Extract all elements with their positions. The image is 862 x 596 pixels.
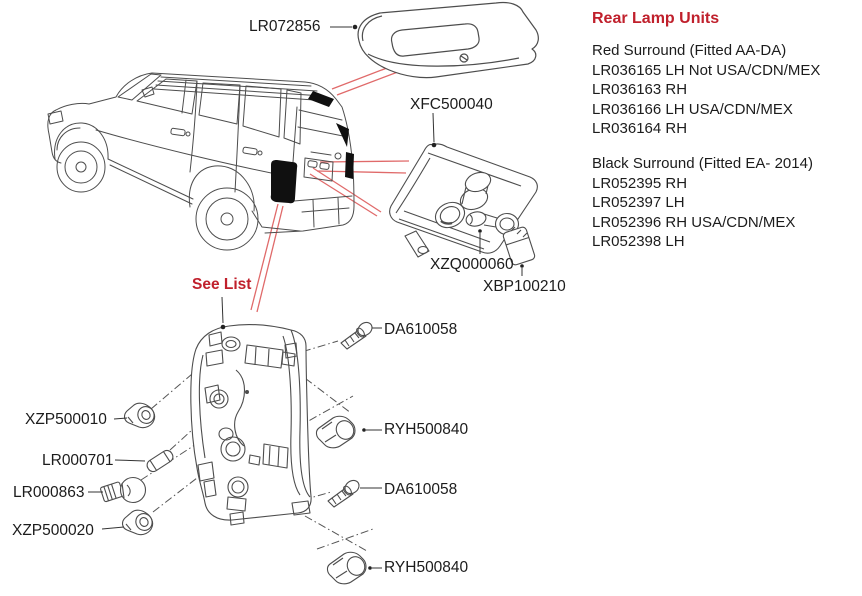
grommet-part-upper	[315, 415, 358, 449]
callout-leader-lines	[88, 24, 524, 570]
callout-screw-lower: DA610058	[384, 481, 458, 498]
callout-socket-upper: XZP500010	[25, 411, 107, 428]
rear-lamp-assembly-part	[190, 324, 312, 526]
high-mount-lamp-highlight	[308, 91, 334, 107]
callout-stop-bulb: LR000863	[13, 484, 85, 501]
see-list-note: See List	[192, 276, 252, 293]
screw-part-upper	[340, 319, 376, 350]
section-heading: Red Surround (Fitted AA-DA)	[592, 42, 787, 60]
callout-lamp-unit: XFC500040	[410, 96, 493, 113]
part-number-line: LR036163 RH	[592, 81, 688, 99]
bulb-holder-part-high	[494, 212, 536, 266]
callout-bulb-holder: XBP100210	[483, 278, 566, 295]
callout-spoiler: LR072856	[249, 18, 321, 35]
socket-part-lower	[121, 509, 156, 536]
panel-section-red-surround: Red Surround (Fitted AA-DA) LR036165 LH …	[592, 41, 820, 138]
rear-lamp-highlight	[270, 160, 298, 204]
spoiler-part	[357, 1, 539, 79]
callout-socket-lower: XZP500020	[12, 522, 94, 539]
panel-section-black-surround: Black Surround (Fitted EA- 2014) LR05239…	[592, 154, 820, 251]
fastener-parts	[100, 319, 376, 585]
panel-title: Rear Lamp Units	[592, 10, 720, 27]
vehicle-illustration	[47, 72, 355, 251]
part-number-line: LR052396 RH USA/CDN/MEX	[592, 213, 796, 231]
section-heading: Black Surround (Fitted EA- 2014)	[592, 155, 813, 173]
callout-festoon-bulb: LR000701	[42, 452, 114, 469]
part-number-line: LR052395 RH	[592, 174, 688, 192]
part-number-line: LR036166 LH USA/CDN/MEX	[592, 100, 793, 118]
rear-lamp-units-panel: Rear Lamp Units Red Surround (Fitted AA-…	[592, 9, 820, 267]
part-number-line: LR052398 LH	[592, 233, 685, 251]
stop-bulb-part	[100, 476, 147, 504]
callout-screw-upper: DA610058	[384, 321, 458, 338]
part-number-line: LR036164 RH	[592, 120, 688, 138]
wedge-bulb-part	[465, 211, 500, 228]
socket-part-upper	[123, 402, 158, 429]
part-number-line: LR036165 LH Not USA/CDN/MEX	[592, 61, 821, 79]
screw-part-lower	[327, 477, 363, 508]
callout-bulb: XZQ000060	[430, 256, 514, 273]
callout-grommet-upper: RYH500840	[384, 421, 469, 438]
grommet-part-lower	[326, 551, 369, 585]
callout-grommet-lower: RYH500840	[384, 559, 469, 576]
festoon-bulb-part	[146, 449, 174, 473]
part-number-line: LR052397 LH	[592, 194, 685, 212]
